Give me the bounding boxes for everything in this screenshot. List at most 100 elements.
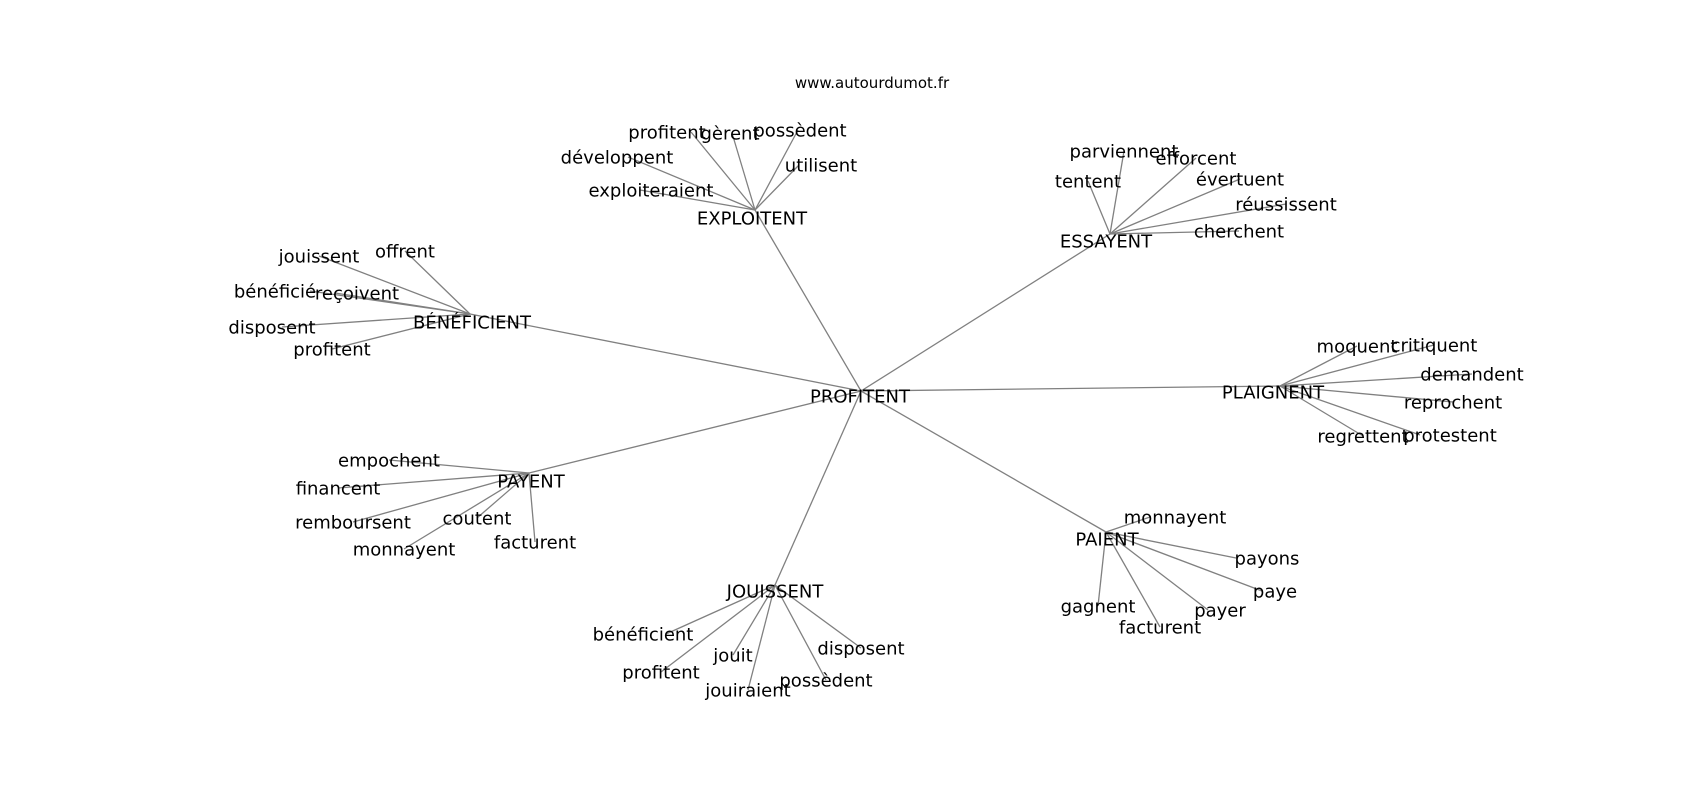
- edge-cluster-to-word: [1109, 150, 1125, 235]
- edge-cluster-to-word: [388, 459, 530, 474]
- edge-cluster-to-word: [331, 313, 471, 350]
- word-node-label[interactable]: moquent: [1317, 337, 1398, 358]
- edge-cluster-to-word: [1087, 180, 1111, 235]
- edge-cluster-to-word: [1105, 516, 1151, 533]
- word-node-label[interactable]: offrent: [375, 242, 435, 263]
- word-node-label[interactable]: jouiraient: [704, 681, 790, 702]
- edge-root-to-cluster: [774, 390, 862, 586]
- source-url: www.autourdumot.fr: [795, 74, 950, 92]
- word-node-label[interactable]: jouissent: [278, 247, 360, 268]
- edges-layer: [281, 129, 1473, 691]
- word-node-label[interactable]: évertuent: [1196, 170, 1284, 191]
- word-node-label[interactable]: disposent: [817, 639, 904, 660]
- cluster-node-label[interactable]: PAIENT: [1075, 530, 1139, 551]
- word-node-label[interactable]: facturent: [1119, 618, 1201, 639]
- word-node-label[interactable]: reçoivent: [315, 284, 399, 305]
- edge-cluster-to-word: [690, 131, 756, 211]
- word-node-label[interactable]: financent: [296, 479, 381, 500]
- word-node-label[interactable]: paye: [1253, 582, 1297, 603]
- edge-root-to-cluster: [469, 313, 862, 392]
- word-node-label[interactable]: possèdent: [779, 671, 872, 692]
- edge-cluster-to-word: [1279, 373, 1473, 387]
- edge-cluster-to-word: [1279, 344, 1435, 387]
- edge-cluster-to-word: [665, 584, 776, 635]
- edge-root-to-cluster: [860, 233, 1111, 392]
- edge-cluster-to-word: [639, 189, 756, 211]
- word-node-label[interactable]: protestent: [1403, 426, 1497, 447]
- word-node-label[interactable]: efforcent: [1156, 149, 1237, 170]
- edge-root-to-cluster: [860, 385, 1281, 392]
- edge-cluster-to-word: [1097, 531, 1107, 607]
- word-node-label[interactable]: profitent: [293, 340, 370, 361]
- edge-root-to-cluster: [754, 209, 862, 392]
- edge-cluster-to-word: [1105, 531, 1161, 628]
- cluster-node-label[interactable]: EXPLOITENT: [697, 209, 808, 230]
- labels-layer: PROFITENTEXPLOITENTprofitentgèrentpossèd…: [228, 121, 1523, 702]
- edge-cluster-to-word: [774, 584, 827, 681]
- cluster-node-label[interactable]: BÉNÉFICIENT: [413, 312, 532, 334]
- cluster-node-label[interactable]: ESSAYENT: [1060, 232, 1153, 253]
- word-node-label[interactable]: parviennent: [1070, 142, 1179, 163]
- edge-cluster-to-word: [754, 129, 799, 211]
- edge-cluster-to-word: [318, 255, 471, 315]
- word-node-label[interactable]: profitent: [622, 663, 699, 684]
- edge-cluster-to-word: [732, 584, 776, 656]
- edge-cluster-to-word: [1279, 385, 1454, 403]
- word-node-label[interactable]: remboursent: [295, 513, 411, 534]
- word-node-label[interactable]: facturent: [494, 533, 576, 554]
- edge-cluster-to-word: [774, 584, 862, 649]
- word-node-label[interactable]: monnayent: [353, 540, 456, 561]
- edge-cluster-to-word: [1105, 531, 1237, 559]
- edge-cluster-to-word: [403, 472, 530, 550]
- word-node-label[interactable]: profitent: [628, 123, 705, 144]
- word-node-label[interactable]: réussissent: [1235, 195, 1337, 216]
- edge-cluster-to-word: [660, 584, 776, 673]
- word-node-label[interactable]: gagnent: [1061, 597, 1136, 618]
- word-node-label[interactable]: gèrent: [700, 124, 759, 145]
- cluster-node-label[interactable]: PLAIGNENT: [1222, 383, 1325, 404]
- edge-cluster-to-word: [404, 250, 471, 315]
- word-node-label[interactable]: développent: [561, 148, 674, 169]
- edge-cluster-to-word: [1279, 385, 1421, 436]
- root-node-label[interactable]: PROFITENT: [810, 387, 911, 408]
- edge-cluster-to-word: [1109, 203, 1287, 235]
- word-node-label[interactable]: critiquent: [1391, 336, 1478, 357]
- edge-cluster-to-word: [1109, 178, 1241, 235]
- edge-cluster-to-word: [528, 472, 536, 543]
- edge-cluster-to-word: [731, 132, 756, 211]
- edge-cluster-to-word: [1279, 385, 1364, 437]
- edge-cluster-to-word: [1109, 230, 1240, 235]
- word-node-label[interactable]: demandent: [1420, 365, 1523, 386]
- word-node-label[interactable]: cherchent: [1194, 222, 1284, 243]
- word-node-label[interactable]: possèdent: [753, 121, 846, 142]
- word-node-label[interactable]: tentent: [1055, 172, 1121, 193]
- word-node-label[interactable]: payons: [1235, 549, 1300, 570]
- edge-cluster-to-word: [334, 292, 471, 315]
- word-node-label[interactable]: jouit: [712, 646, 752, 667]
- edge-cluster-to-word: [1279, 345, 1358, 387]
- edge-cluster-to-word: [627, 156, 756, 211]
- word-node-label[interactable]: bénéficié: [234, 282, 316, 303]
- edge-cluster-to-word: [747, 584, 776, 691]
- edge-cluster-to-word: [1109, 157, 1197, 235]
- edge-cluster-to-word: [1105, 531, 1209, 611]
- word-node-label[interactable]: regrettent: [1317, 427, 1408, 448]
- cluster-node-label[interactable]: PAYENT: [497, 472, 565, 493]
- edge-cluster-to-word: [281, 313, 471, 328]
- cluster-node-label[interactable]: JOUISSENT: [726, 582, 825, 603]
- word-node-label[interactable]: bénéficient: [593, 625, 694, 646]
- edge-cluster-to-word: [754, 164, 800, 211]
- word-node-label[interactable]: coutent: [443, 509, 512, 530]
- edge-cluster-to-word: [476, 472, 530, 519]
- word-node-label[interactable]: empochent: [338, 451, 440, 472]
- edge-cluster-to-word: [337, 472, 530, 489]
- word-node-label[interactable]: monnayent: [1124, 508, 1227, 529]
- edge-cluster-to-word: [352, 472, 530, 523]
- word-node-label[interactable]: utilisent: [785, 156, 857, 177]
- word-node-label[interactable]: exploiteraient: [589, 181, 714, 202]
- edge-root-to-cluster: [528, 390, 862, 474]
- edge-cluster-to-word: [1105, 531, 1263, 592]
- word-node-label[interactable]: disposent: [228, 318, 315, 339]
- word-node-label[interactable]: payer: [1194, 601, 1246, 622]
- word-node-label[interactable]: reprochent: [1404, 393, 1502, 414]
